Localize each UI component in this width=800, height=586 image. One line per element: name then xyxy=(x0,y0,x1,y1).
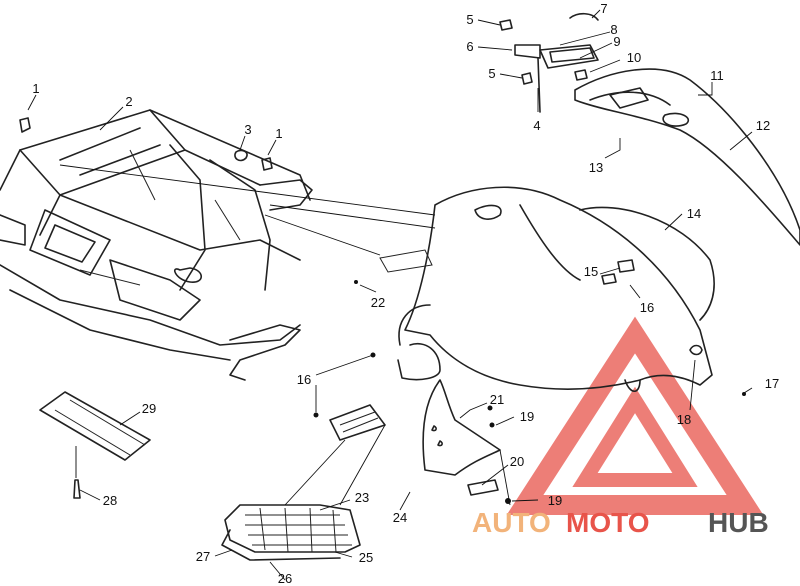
callout-17: 17 xyxy=(765,376,779,391)
callout-22: 22 xyxy=(371,295,385,310)
callout-8: 8 xyxy=(610,22,617,37)
callout-16: 16 xyxy=(297,372,311,387)
callout-24: 24 xyxy=(393,510,407,525)
callout-19: 19 xyxy=(520,409,534,424)
skid-plate xyxy=(39,391,151,499)
callout-5: 5 xyxy=(466,12,473,27)
callout-11: 11 xyxy=(710,68,724,83)
callout-6: 6 xyxy=(466,39,473,54)
callout-3: 3 xyxy=(244,122,251,137)
callout-1: 1 xyxy=(32,81,39,96)
watermark-logo xyxy=(506,316,764,515)
callout-23: 23 xyxy=(355,490,369,505)
callout-20: 20 xyxy=(510,454,524,469)
callout-4: 4 xyxy=(533,118,540,133)
callout-29: 29 xyxy=(142,401,156,416)
footrest-upper xyxy=(329,404,386,441)
footrest-lower xyxy=(221,424,386,561)
callout-14: 14 xyxy=(687,206,701,221)
watermark-text: AUTO MOTO HUB xyxy=(472,507,769,538)
callout-15: 15 xyxy=(584,264,598,279)
callout-27: 27 xyxy=(196,549,210,564)
watermark-moto: MOTO xyxy=(566,507,649,538)
callout-2: 2 xyxy=(125,94,132,109)
watermark-auto: AUTO xyxy=(472,507,551,538)
callout-labels: 1 2 3 1 5 6 5 4 7 8 9 10 11 12 13 14 15 … xyxy=(32,1,779,586)
callout-26: 26 xyxy=(278,571,292,586)
callout-16: 16 xyxy=(640,300,654,315)
callout-10: 10 xyxy=(627,50,641,65)
hardware-fasteners xyxy=(313,280,746,504)
front-fender xyxy=(379,186,715,393)
callout-12: 12 xyxy=(756,118,770,133)
callout-9: 9 xyxy=(613,34,620,49)
callout-1: 1 xyxy=(275,126,282,141)
frame-assembly xyxy=(0,109,313,381)
watermark-hub: HUB xyxy=(708,507,769,538)
callout-28: 28 xyxy=(103,493,117,508)
callout-25: 25 xyxy=(359,550,373,565)
callout-leaders xyxy=(27,9,753,581)
rear-fender xyxy=(574,68,800,246)
taillight-bracket-assembly xyxy=(499,12,599,113)
assembly-leader-lines xyxy=(59,164,436,256)
callout-5: 5 xyxy=(488,66,495,81)
callout-19: 19 xyxy=(548,493,562,508)
callout-21: 21 xyxy=(490,392,504,407)
callout-7: 7 xyxy=(600,1,607,16)
callout-13: 13 xyxy=(589,160,603,175)
callout-18: 18 xyxy=(677,412,691,427)
